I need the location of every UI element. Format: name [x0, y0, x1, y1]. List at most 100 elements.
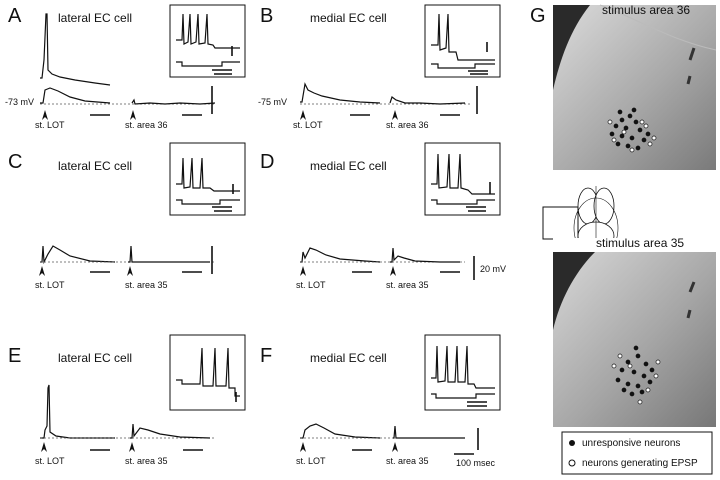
inset-box: [169, 334, 246, 411]
time-scale-label: 100 msec: [456, 458, 496, 468]
stim-arrow-icon: [300, 110, 306, 120]
stim-label: st. LOT: [296, 280, 326, 290]
epsp-neuron-dot: [611, 137, 617, 143]
trace-lot: [40, 87, 111, 104]
trace-area: [390, 247, 460, 263]
trace-spike: [40, 13, 111, 86]
inset-box: [424, 4, 501, 78]
unresponsive-neuron-dot: [633, 345, 639, 351]
stim-arrow-icon: [392, 110, 398, 120]
unresponsive-neuron-dot: [629, 391, 635, 397]
stim-arrow-icon: [39, 266, 45, 276]
resting-potential: -75 mV: [258, 97, 287, 107]
unresponsive-neuron-dot: [631, 369, 637, 375]
resting-potential: -73 mV: [5, 97, 34, 107]
inset-trace: [176, 13, 240, 49]
stim-arrow-icon: [41, 442, 47, 452]
unresponsive-neuron-dot: [621, 387, 627, 393]
epsp-neuron-dot: [611, 363, 617, 369]
brain-photo-top: stimulus area 36: [553, 3, 717, 170]
inset-trace: [176, 347, 240, 397]
panel-b: B medial EC cell -75 mV st. LOT st. area…: [258, 4, 501, 130]
panel-d: D medial EC cell st. LOT st. area 35 20 …: [260, 142, 506, 290]
unresponsive-neuron-dot: [617, 109, 623, 115]
epsp-neuron-dot: [643, 123, 649, 129]
unresponsive-neuron-dot: [643, 361, 649, 367]
stim-label: st. area 36: [125, 120, 168, 130]
panel-letter: A: [8, 5, 22, 27]
trace-area: [131, 98, 216, 105]
stim-label: st. LOT: [35, 280, 65, 290]
stim-label: st. area 36: [386, 120, 429, 130]
photo-title: stimulus area 36: [602, 3, 690, 17]
inset-trace: [176, 157, 240, 192]
recording-sites-top: [607, 107, 657, 153]
panel-letter: E: [8, 345, 21, 367]
unresponsive-neuron-dot: [637, 127, 643, 133]
stim-arrow-icon: [390, 266, 396, 276]
stim-arrow-icon: [392, 442, 398, 452]
panel-c: C lateral EC cell st. LOT st. area 35: [8, 142, 246, 290]
epsp-neuron-dot: [645, 387, 651, 393]
stim-arrow-icon: [130, 110, 136, 120]
panel-title: medial EC cell: [310, 159, 387, 173]
epsp-neuron-dot: [629, 147, 635, 153]
epsp-neuron-dot: [655, 359, 661, 365]
epsp-neuron-dot: [627, 363, 633, 369]
unresponsive-neuron-dot: [635, 383, 641, 389]
unresponsive-neuron-dot: [619, 133, 625, 139]
panel-letter: G: [530, 5, 546, 27]
inset-trace: [431, 13, 495, 61]
epsp-neuron-dot: [651, 135, 657, 141]
unresponsive-neuron-dot: [635, 145, 641, 151]
inset-current-step: [431, 199, 495, 205]
epsp-neuron-dot: [639, 119, 645, 125]
stim-arrow-icon: [42, 110, 48, 120]
unresponsive-neuron-dot: [619, 367, 625, 373]
unresponsive-neuron-dot: [645, 131, 651, 137]
unresponsive-neuron-dot: [633, 119, 639, 125]
stim-label: st. LOT: [296, 456, 326, 466]
panel-letter: B: [260, 5, 273, 27]
epsp-neuron-dot: [653, 373, 659, 379]
panel-a: A lateral EC cell -73 mV st. LOT st. are…: [5, 4, 246, 130]
unresponsive-neuron-dot: [649, 367, 655, 373]
stim-label: st. LOT: [35, 456, 65, 466]
unresponsive-neuron-dot: [635, 353, 641, 359]
unresponsive-neuron-dot: [639, 389, 645, 395]
unresponsive-neuron-dot: [627, 113, 633, 119]
unresponsive-neuron-dot: [629, 135, 635, 141]
stim-label: st. area 35: [386, 280, 429, 290]
unresponsive-neuron-dot: [625, 143, 631, 149]
unresponsive-neuron-dot: [631, 107, 637, 113]
epsp-neuron-dot: [607, 119, 613, 125]
unresponsive-neuron-dot: [625, 381, 631, 387]
legend-label: neurons generating EPSP: [582, 458, 698, 469]
trace-area: [130, 423, 211, 439]
panel-e: E lateral EC cell st. LOT st. area 35: [8, 334, 246, 466]
inset-current-step: [176, 199, 240, 205]
unresponsive-neuron-dot: [641, 373, 647, 379]
filled-dot-icon: [569, 440, 575, 446]
epsp-neuron-dot: [617, 353, 623, 359]
legend-label: unresponsive neurons: [582, 438, 680, 449]
panel-title: medial EC cell: [310, 351, 387, 365]
unresponsive-neuron-dot: [647, 379, 653, 385]
trace-lot: [300, 247, 381, 263]
unresponsive-neuron-dot: [623, 125, 629, 131]
inset-trace: [431, 345, 495, 389]
recording-sites-bottom: [611, 345, 661, 405]
inset-current-step: [176, 61, 240, 67]
stim-label: st. LOT: [293, 120, 323, 130]
panel-f: F medial EC cell st. LOT st. area 35 100…: [260, 334, 501, 468]
unresponsive-neuron-dot: [641, 137, 647, 143]
stim-label: st. area 35: [125, 280, 168, 290]
trace-lot: [300, 82, 381, 104]
inset-current-step: [431, 393, 495, 399]
stim-arrow-icon: [300, 266, 306, 276]
brain-photo-bottom: stimulus area 35: [553, 236, 716, 427]
unresponsive-neuron-dot: [619, 117, 625, 123]
stim-label: st. area 35: [125, 456, 168, 466]
inset-trace: [431, 153, 495, 195]
